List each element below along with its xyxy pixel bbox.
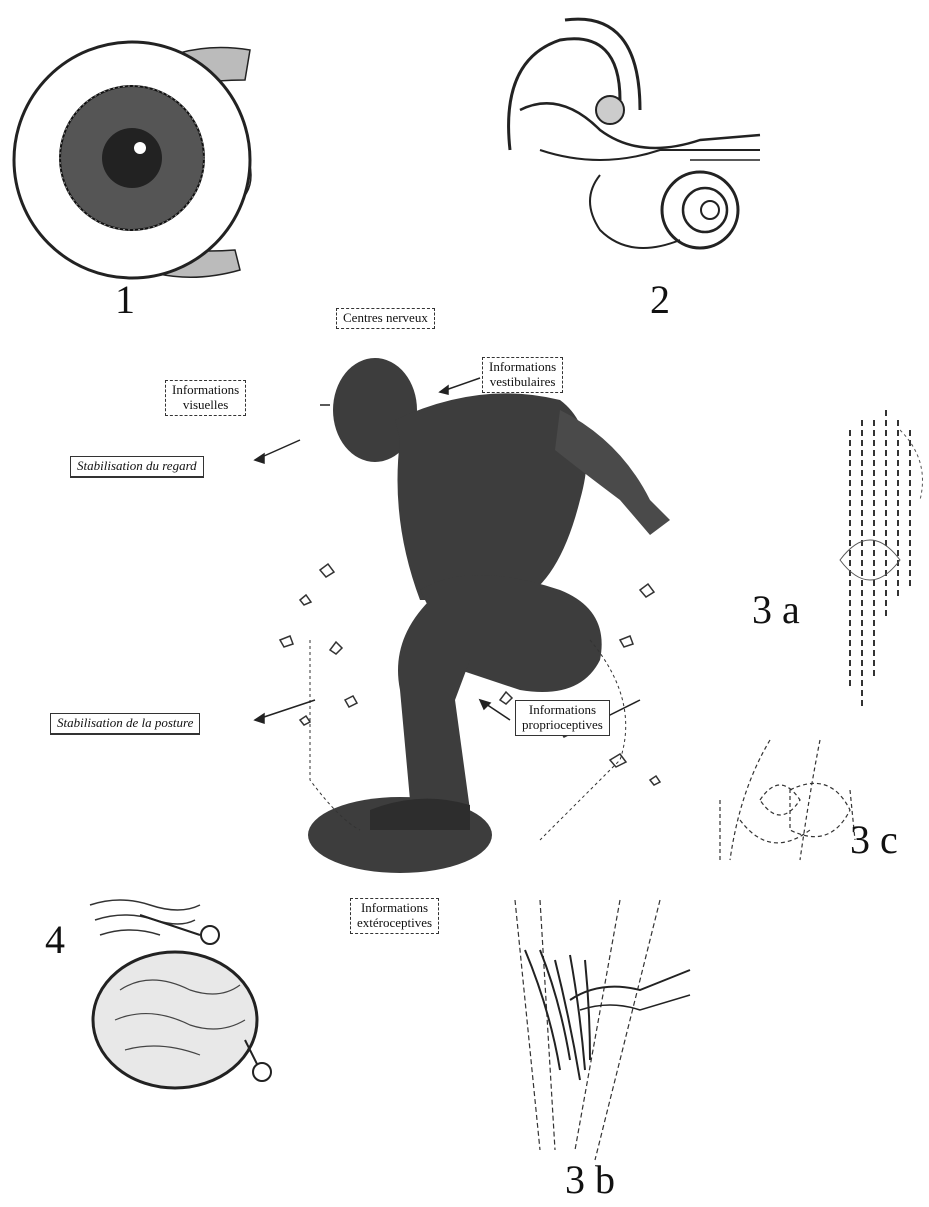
- figure-number-skin-receptor: 4: [45, 920, 65, 960]
